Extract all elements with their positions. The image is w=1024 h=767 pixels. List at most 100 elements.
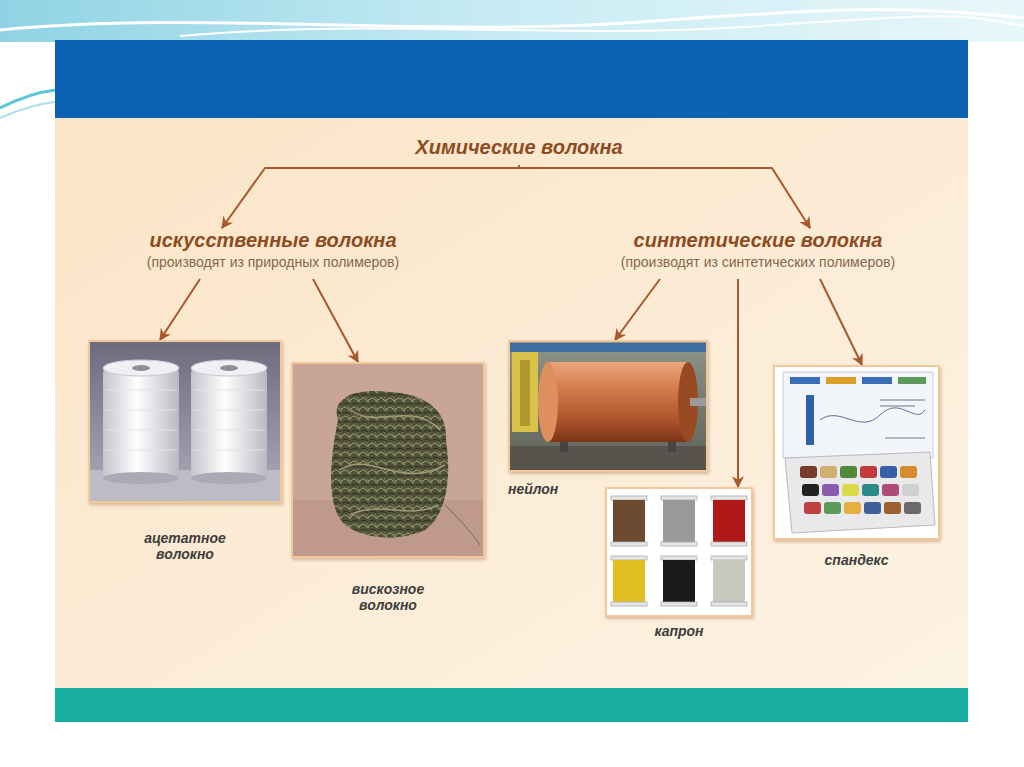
spandex-photo: [904, 502, 921, 514]
flow-arrow: [737, 279, 739, 487]
spandex-photo: [900, 466, 917, 478]
nylon-photo: [508, 340, 708, 472]
photo-frame: [291, 362, 485, 558]
spandex-photo: [773, 365, 940, 540]
viscose-photo: [340, 410, 445, 515]
diagram-heading: Химические волокна: [415, 135, 622, 159]
fiber-photo-node: ацетатное волокно: [88, 340, 282, 562]
fiber-caption: капрон: [619, 623, 739, 639]
spandex-photo: [898, 377, 926, 384]
spandex-photo: [840, 466, 857, 478]
spandex-photo: [790, 377, 820, 384]
spandex-photo: [860, 466, 877, 478]
spandex-photo: [820, 408, 925, 422]
acetate-photo: [193, 390, 265, 450]
spandex-photo: [880, 466, 897, 478]
slide-decoration: [0, 0, 1024, 118]
footer-band: [55, 688, 968, 722]
acetate-photo: [88, 340, 282, 503]
capron-photo: [663, 500, 695, 542]
nylon-photo: [668, 442, 676, 452]
spandex-photo: [783, 372, 933, 458]
flow-arrow: [222, 165, 519, 228]
capron-photo: [711, 542, 747, 546]
capron-photo: [711, 496, 747, 500]
capron-photo: [661, 602, 697, 606]
content-panel: [55, 118, 968, 688]
category-title: искусственные волокна: [147, 228, 399, 252]
nylon-photo: [548, 362, 688, 442]
capron-photo: [713, 560, 745, 602]
spandex-photo: [882, 484, 899, 496]
spandex-photo: [785, 452, 935, 533]
capron-photo: [711, 602, 747, 606]
spandex-photo: [862, 484, 879, 496]
spandex-photo: [822, 484, 839, 496]
nylon-photo: [538, 362, 558, 442]
spandex-photo: [826, 377, 856, 384]
viscose-photo: [445, 505, 480, 545]
nylon-photo: [520, 360, 530, 426]
capron-photo: [661, 556, 697, 560]
spandex-photo: [862, 377, 892, 384]
fiber-caption: нейлон: [508, 481, 628, 497]
acetate-photo: [191, 360, 267, 376]
spandex-photo: [844, 502, 861, 514]
nylon-photo: [508, 340, 708, 472]
slide-decoration: [180, 16, 1024, 36]
category-note: (производят из синтетических полимеров): [621, 254, 895, 271]
capron-photo: [713, 500, 745, 542]
capron-photo: [613, 560, 645, 602]
capron-photo: [611, 496, 647, 500]
acetate-photo: [103, 368, 179, 478]
category-heading: синтетические волокна (производят из синт…: [615, 228, 901, 279]
slide-decoration: [0, 0, 1024, 42]
spandex-photo: [842, 484, 859, 496]
capron-photo: [711, 556, 747, 560]
acetate-photo: [105, 390, 177, 450]
capron-photo: [661, 496, 697, 500]
fiber-caption: ацетатное волокно: [125, 530, 245, 562]
fiber-photo-node: нейлон: [508, 340, 708, 497]
capron-photo: [611, 556, 647, 560]
capron-photo: [605, 487, 753, 617]
acetate-photo: [88, 340, 282, 503]
capron-photo: [663, 560, 695, 602]
spandex-photo: [806, 395, 814, 445]
acetate-photo: [103, 360, 179, 376]
capron-photo: [611, 496, 747, 606]
category-title: синтетические волокна: [621, 228, 895, 252]
fiber-photo-node: спандекс: [773, 365, 940, 568]
acetate-photo: [132, 365, 150, 371]
nylon-photo: [690, 398, 706, 406]
viscose-photo: [331, 391, 448, 538]
fiber-caption: вискозное волокно: [328, 581, 448, 613]
flow-arrow: [820, 279, 862, 365]
header-band: [55, 40, 968, 118]
spandex-photo: [802, 484, 819, 496]
spandex-photo: [800, 466, 817, 478]
spandex-photo: [902, 484, 919, 496]
category-heading: искусственные волокна(производят из прир…: [141, 228, 405, 279]
spandex-photo: [885, 437, 925, 439]
photo-frame: [508, 340, 708, 472]
acetate-photo: [191, 368, 267, 478]
acetate-photo: [191, 472, 267, 484]
fiber-photo-node: капрон: [605, 487, 753, 639]
capron-photo: [611, 602, 647, 606]
viscose-photo: [291, 362, 485, 558]
photo-frame: [88, 340, 282, 503]
acetate-photo: [103, 472, 179, 484]
slide-decoration: [0, 102, 55, 118]
capron-photo: [661, 542, 697, 546]
acetate-photo: [88, 470, 282, 503]
flow-arrow: [160, 279, 200, 340]
flow-arrow: [615, 279, 660, 340]
flow-arrow: [519, 165, 810, 228]
photo-frame: [773, 365, 940, 540]
slide-decoration: [0, 90, 55, 108]
capron-photo: [605, 487, 753, 617]
flow-arrow: [313, 279, 358, 362]
